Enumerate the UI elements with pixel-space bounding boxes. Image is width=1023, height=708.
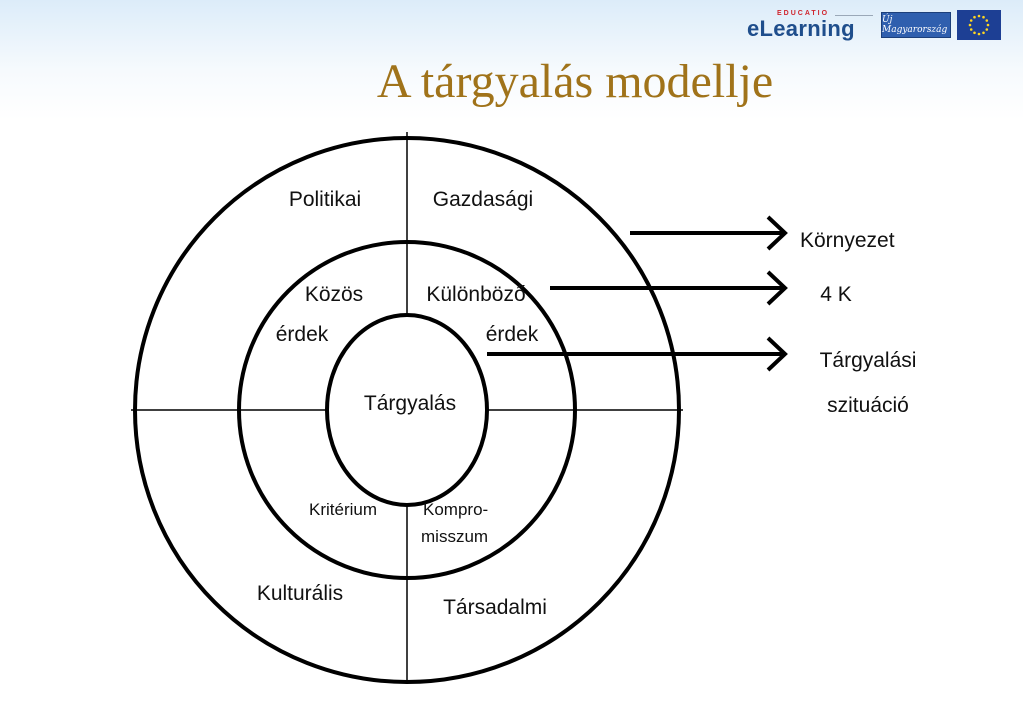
eu-flag-icon	[957, 10, 1001, 40]
callout-4k: 4 K	[820, 283, 852, 306]
label-kulonbozo-erdek: érdek	[486, 323, 539, 346]
flag-star	[973, 15, 976, 19]
brand-tagline: EDUCATIO	[777, 10, 830, 17]
label-kulonbozo: Különböző	[426, 283, 525, 306]
label-tarsadalmi: Társadalmi	[443, 596, 547, 619]
page-title: A tárgyalás modellje	[376, 55, 774, 108]
elearning-logo: EDUCATIO eLearning	[747, 8, 875, 42]
flag-star	[969, 28, 973, 31]
label-politikai: Politikai	[289, 188, 361, 211]
partner-logo: Új Magyarország	[881, 12, 951, 38]
flag-star	[985, 19, 989, 22]
flag-star	[973, 31, 976, 35]
flag-star	[985, 28, 989, 31]
situation-arrow	[487, 336, 788, 372]
label-misszum: misszum	[421, 527, 488, 546]
label-kozos-erdek: érdek	[276, 323, 329, 346]
label-gazdasagi: Gazdasági	[433, 188, 533, 211]
flag-star	[986, 23, 990, 27]
flag-star	[982, 15, 985, 19]
flag-star	[977, 14, 981, 18]
flag-star	[977, 32, 981, 36]
callout-kornyezet: Környezet	[800, 229, 895, 252]
four-k-arrow	[550, 270, 788, 306]
brand-rule	[835, 15, 873, 16]
flag-star	[968, 23, 972, 27]
brand-name: eLearning	[747, 16, 855, 41]
label-kriterium: Kritérium	[309, 500, 377, 519]
label-kulturalis: Kulturális	[257, 582, 343, 605]
label-kozos: Közös	[305, 283, 363, 306]
label-kompro: Kompro-	[423, 500, 488, 519]
flag-star	[982, 31, 985, 35]
callout-targyalasi: Tárgyalási	[820, 349, 917, 372]
callout-szituacio: szituáció	[827, 394, 909, 417]
flag-star	[969, 19, 973, 22]
logo-area: EDUCATIO eLearning Új Magyarország	[747, 8, 1001, 42]
label-center-targyalas: Tárgyalás	[364, 392, 456, 415]
environment-arrow	[630, 215, 788, 251]
